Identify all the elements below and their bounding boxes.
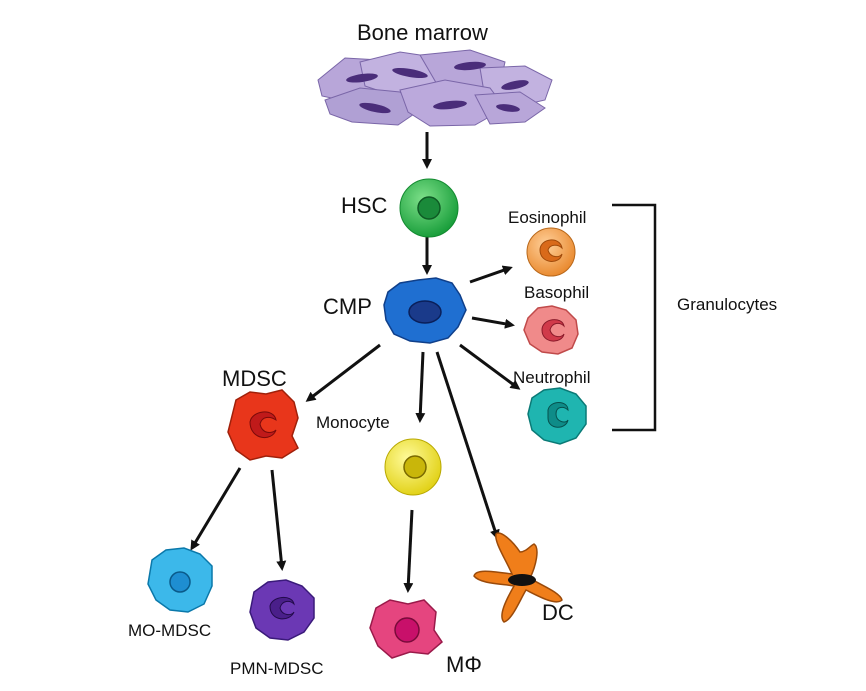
cmp-cell bbox=[383, 277, 467, 344]
label-hsc: HSC bbox=[341, 193, 388, 218]
label-pmn-mdsc: PMN-MDSC bbox=[230, 659, 324, 678]
arrow-cmp-to-dc bbox=[435, 351, 500, 540]
arrows bbox=[190, 132, 521, 593]
bone-marrow-cells bbox=[317, 49, 553, 127]
label-bone-marrow: Bone marrow bbox=[357, 20, 488, 45]
arrow-cmp-to-eosinophil bbox=[469, 265, 513, 284]
arrow-mdsc-to-pmn-mdsc bbox=[270, 469, 287, 571]
neutrophil-cell bbox=[527, 387, 587, 445]
arrow-cmp-to-mdsc bbox=[305, 343, 381, 402]
macrophage-cell bbox=[369, 599, 443, 659]
dc-cell bbox=[473, 532, 563, 623]
label-monocyte: Monocyte bbox=[316, 413, 390, 432]
arrow-mdsc-to-mo-mdsc bbox=[190, 467, 242, 551]
label-dc: DC bbox=[542, 600, 574, 625]
label-macrophage: MΦ bbox=[446, 652, 482, 677]
granulocytes-bracket bbox=[612, 203, 657, 432]
label-eosinophil: Eosinophil bbox=[508, 208, 587, 227]
arrow-cmp-to-basophil bbox=[471, 316, 515, 329]
mdsc-cell bbox=[227, 389, 299, 461]
basophil-cell bbox=[523, 305, 579, 355]
arrow-cmp-to-monocyte bbox=[415, 351, 426, 423]
monocyte-cell bbox=[384, 438, 442, 496]
label-neutrophil: Neutrophil bbox=[513, 368, 591, 387]
pmn-mdsc-cell bbox=[249, 579, 315, 641]
label-granulocytes: Granulocytes bbox=[677, 295, 778, 314]
arrow-monocyte-to-macrophage bbox=[403, 509, 414, 593]
label-cmp: CMP bbox=[323, 294, 372, 319]
eosinophil-cell bbox=[526, 227, 576, 277]
hsc-cell bbox=[399, 178, 459, 238]
label-basophil: Basophil bbox=[524, 283, 590, 302]
label-mo-mdsc: MO-MDSC bbox=[128, 621, 212, 640]
arrow-cmp-to-neutrophil bbox=[459, 343, 521, 390]
mo-mdsc-cell bbox=[147, 547, 213, 613]
label-mdsc: MDSC bbox=[222, 366, 287, 391]
